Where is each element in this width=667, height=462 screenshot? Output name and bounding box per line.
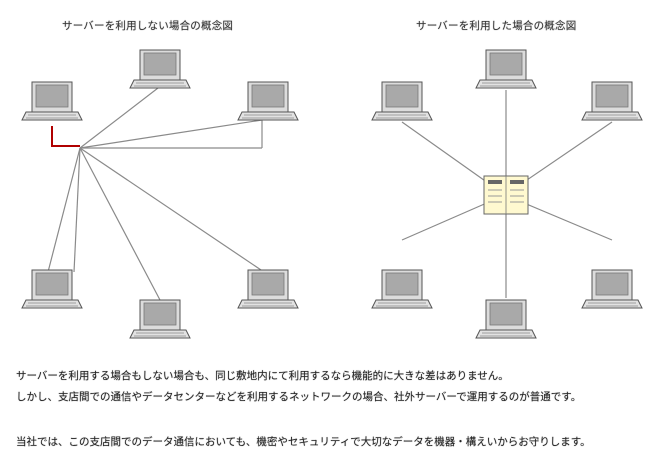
laptop-icon: [129, 299, 191, 339]
laptop-icon: [21, 81, 83, 121]
right-diagram: [371, 49, 643, 339]
network-diagrams: [21, 49, 643, 339]
left-diagram-title: サーバーを利用しない場合の概念図: [62, 20, 234, 32]
left-links: [47, 87, 265, 301]
laptop-icon: [21, 269, 83, 309]
laptop-icon: [371, 269, 433, 309]
uplink-cable: [51, 126, 80, 147]
laptop-icon: [581, 81, 643, 121]
laptop-icon: [237, 269, 299, 309]
description-line-3: 当社では、この支店間でのデータ通信においても、機密やセキュリティで大切なデータを…: [16, 436, 591, 448]
left-diagram: [21, 49, 299, 339]
right-diagram-title: サーバーを利用した場合の概念図: [416, 20, 577, 32]
laptop-icon: [475, 49, 537, 89]
laptop-icon: [129, 49, 191, 89]
laptop-icon: [581, 269, 643, 309]
description-line-2: しかし、支店間での通信やデータセンターなどを利用するネットワークの場合、社外サー…: [16, 391, 582, 403]
description-line-1: サーバーを利用する場合もしない場合も、同じ敷地内にて利用するなら機能的に大きな差…: [16, 370, 509, 382]
laptop-icon: [475, 299, 537, 339]
server-icon: [483, 175, 529, 215]
laptop-icon: [237, 81, 299, 121]
laptop-icon: [371, 81, 433, 121]
